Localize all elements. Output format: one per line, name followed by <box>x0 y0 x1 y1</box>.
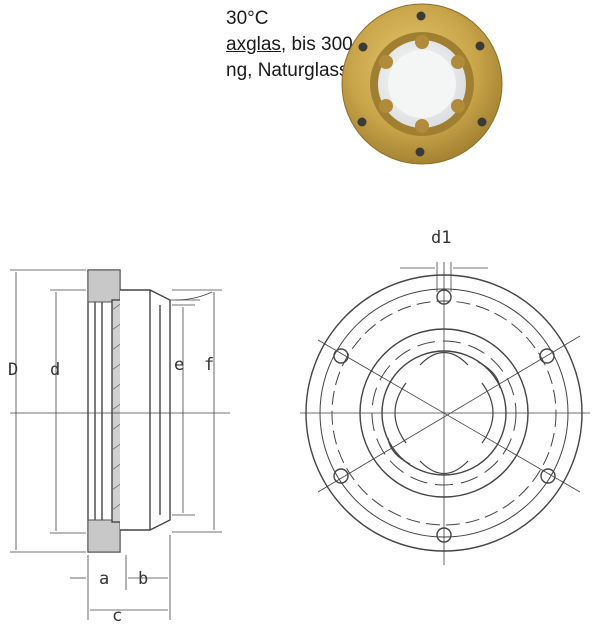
label-c: c <box>112 606 122 626</box>
label-D: D <box>8 360 18 380</box>
label-a: a <box>99 569 109 589</box>
label-d1: d1 <box>431 228 451 248</box>
glass-link[interactable]: axglas <box>226 34 281 55</box>
label-d: d <box>50 360 60 380</box>
label-b: b <box>138 569 148 589</box>
section-view <box>10 269 230 620</box>
product-photo <box>341 3 503 165</box>
label-f: f <box>204 355 214 375</box>
temp-line: 30°C <box>226 8 269 29</box>
front-view <box>300 262 590 565</box>
label-e: e <box>174 355 184 375</box>
